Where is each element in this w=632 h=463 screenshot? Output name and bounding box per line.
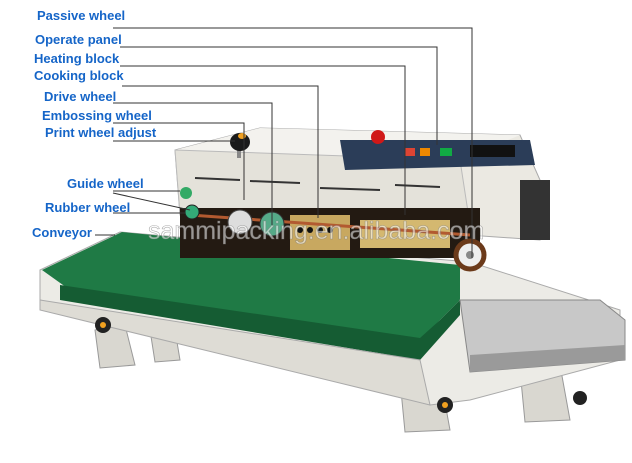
label-cooking-block: Cooking block — [34, 68, 124, 83]
label-print-wheel-adjust: Print wheel adjust — [45, 125, 157, 140]
label-passive-wheel: Passive wheel — [37, 8, 126, 23]
label-embossing-wheel: Embossing wheel — [42, 108, 152, 123]
watermark: sammipacking.en.alibaba.com — [148, 217, 485, 246]
label-operate-panel: Operate panel — [35, 32, 122, 47]
conveyor — [39, 231, 626, 406]
label-heating-block: Heating block — [34, 51, 120, 66]
label-drive-wheel: Drive wheel — [44, 89, 117, 104]
wheels — [180, 187, 487, 272]
label-conveyor: Conveyor — [32, 225, 92, 240]
leader-lines — [95, 27, 473, 258]
label-rubber-wheel: Rubber wheel — [45, 200, 131, 215]
label-guide-wheel: Guide wheel — [67, 176, 144, 191]
adjust-knobs — [95, 317, 587, 413]
